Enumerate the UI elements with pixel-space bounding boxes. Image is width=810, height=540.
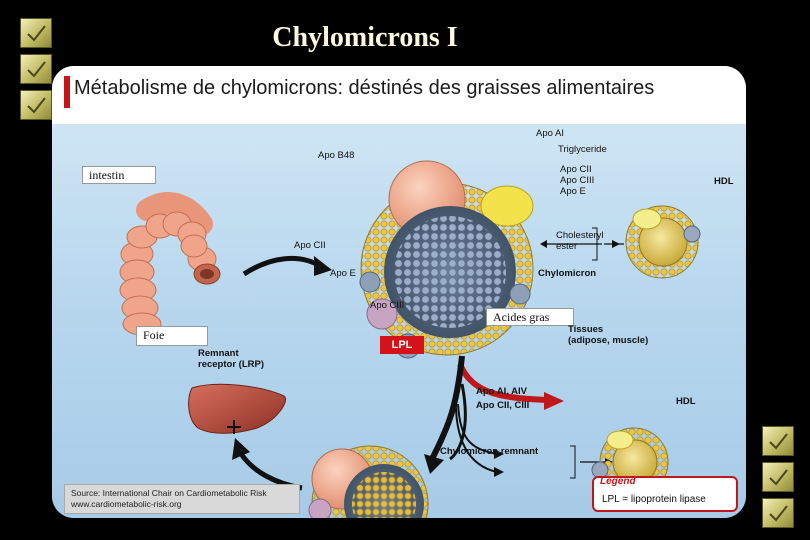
tissues-detail-label: (adipose, muscle) — [568, 335, 648, 346]
accent-bar — [64, 76, 70, 108]
lpl-badge: LPL — [380, 336, 424, 354]
source-line: Source: International Chair on Cardiomet… — [71, 488, 293, 499]
checkbox-bullet-icon — [762, 462, 794, 492]
hdl-bottom-label: HDL — [676, 396, 696, 407]
tissues-label: Tissues — [568, 324, 603, 335]
remnant-receptor-label: Remnant — [198, 348, 239, 359]
cholesteryl-label: Cholesteryl — [556, 230, 604, 241]
chylomicron-remnant-particle — [309, 446, 428, 518]
hdl-particle-top — [626, 206, 700, 278]
checkbox-bullet-icon — [20, 90, 52, 120]
hdl-top-label: HDL — [714, 176, 734, 187]
metabolism-diagram: intestin Foie Acides gras Apo AI Triglyc… — [52, 124, 746, 518]
apo-e-left-label: Apo E — [330, 268, 356, 279]
slide-title: Chylomicrons I — [0, 22, 730, 54]
apo-ciii-bottom-label: Apo CIII — [370, 300, 404, 311]
legend-box: Legend LPL = lipoprotein lipase — [592, 476, 738, 512]
apo-e-label: Apo E — [560, 186, 586, 197]
chylomicron-label: Chylomicron — [538, 268, 596, 279]
legend-title: Legend — [600, 476, 636, 487]
remnant-receptor-lrp-label: receptor (LRP) — [198, 359, 264, 370]
apo-b48-label: Apo B48 — [318, 150, 354, 161]
liver-illustration — [189, 384, 286, 434]
apo-ai-label: Apo AI — [536, 128, 564, 139]
checkbox-bullet-icon — [20, 18, 52, 48]
triglyceride-label: Triglyceride — [558, 144, 607, 155]
foie-label: Foie — [136, 326, 208, 346]
released-apo-cii-label: Apo CII, CIII — [476, 400, 529, 411]
acides-gras-label: Acides gras — [486, 308, 574, 326]
source-box: Source: International Chair on Cardiomet… — [64, 484, 300, 514]
ester-label: ester — [556, 241, 577, 252]
apo-cii-left-label: Apo CII — [294, 240, 326, 251]
checkbox-bullet-icon — [762, 498, 794, 528]
source-url: www.cardiometabolic-risk.org — [71, 499, 293, 510]
figure-heading: Métabolisme de chylomicrons: déstinés de… — [74, 77, 654, 100]
checkbox-bullet-icon — [762, 426, 794, 456]
apo-cii-label: Apo CII — [560, 164, 592, 175]
diagram-artwork — [52, 124, 746, 518]
legend-text: LPL = lipoprotein lipase — [602, 494, 706, 505]
figure-header: Métabolisme de chylomicrons: déstinés de… — [52, 66, 746, 124]
figure-panel: Métabolisme de chylomicrons: déstinés de… — [52, 66, 746, 518]
released-apo-ai-label: Apo AI, AIV — [476, 386, 527, 397]
checkbox-bullet-icon — [20, 54, 52, 84]
intestin-label: intestin — [82, 166, 156, 184]
chylomicron-particle — [360, 161, 533, 358]
intestine-illustration — [120, 203, 220, 335]
chylomicron-remnant-label: Chylomicron remnant — [440, 446, 538, 457]
apo-ciii-label: Apo CIII — [560, 175, 594, 186]
